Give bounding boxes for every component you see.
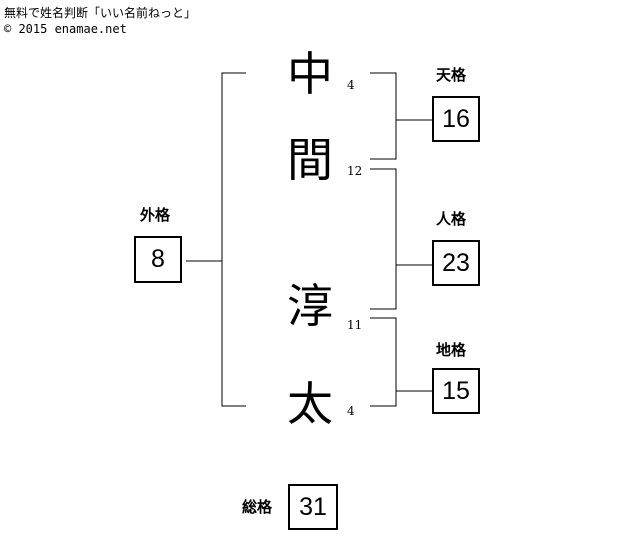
site-title: 無料で姓名判断「いい名前ねっと」 bbox=[4, 6, 197, 20]
jinkaku-value: 23 bbox=[442, 248, 470, 277]
jinkaku-bracket-line bbox=[370, 168, 397, 310]
soukaku-label: 総格 bbox=[242, 498, 273, 516]
soukaku-value-box: 31 bbox=[288, 484, 338, 530]
stroke-count-1: 4 bbox=[347, 78, 355, 92]
soukaku-value: 31 bbox=[299, 492, 327, 521]
name-char-1: 中 bbox=[287, 47, 333, 101]
stroke-count-2: 12 bbox=[347, 164, 363, 178]
name-char-3: 淳 bbox=[287, 279, 333, 333]
outer-bracket-line bbox=[221, 72, 246, 407]
name-char-4: 太 bbox=[287, 377, 333, 431]
jinkaku-value-box: 23 bbox=[432, 240, 480, 286]
jinkaku-label: 人格 bbox=[436, 210, 467, 228]
tenkaku-value-box: 16 bbox=[432, 96, 480, 142]
stroke-count-3: 11 bbox=[347, 318, 363, 332]
tenkaku-value: 16 bbox=[442, 104, 470, 133]
gaikaku-label: 外格 bbox=[140, 206, 171, 224]
tenkaku-bracket-line bbox=[370, 72, 397, 160]
name-char-2: 間 bbox=[287, 133, 333, 187]
gaikaku-value: 8 bbox=[151, 245, 165, 273]
chikaku-bracket-line bbox=[370, 317, 397, 407]
chikaku-label: 地格 bbox=[436, 341, 467, 359]
chikaku-value: 15 bbox=[442, 376, 470, 405]
gaikaku-value-box: 8 bbox=[134, 236, 182, 283]
chikaku-value-box: 15 bbox=[432, 368, 480, 414]
stroke-count-4: 4 bbox=[347, 404, 355, 418]
copyright-text: © 2015 enamae.net bbox=[4, 22, 127, 36]
tenkaku-label: 天格 bbox=[436, 66, 467, 84]
